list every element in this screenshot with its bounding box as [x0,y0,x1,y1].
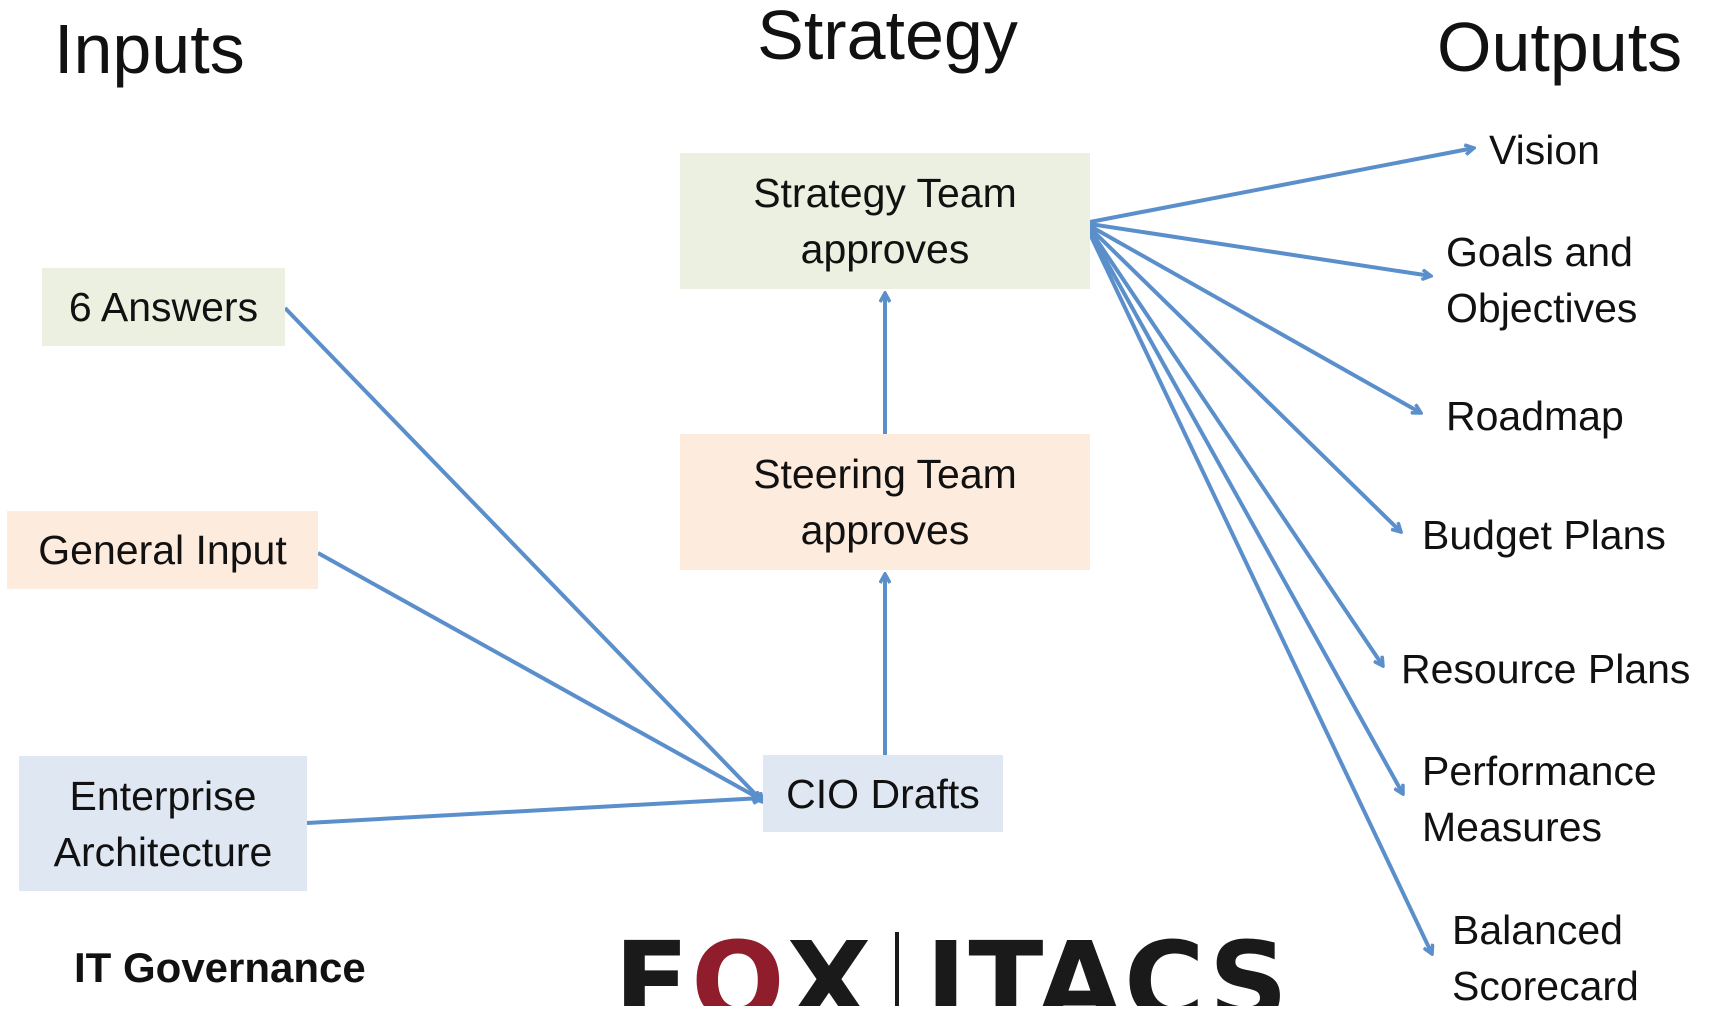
arrow-to-resource [1088,228,1383,666]
input-6-answers: 6 Answers [42,268,285,346]
step-steering-team: Steering Team approves [680,434,1090,570]
arrow-ea-to-cio [306,798,762,825]
output-goals: Goals and Objectives [1446,229,1638,331]
output-resource: Resource Plans [1401,646,1691,692]
logo-text-o: O [691,932,787,1006]
outputs-heading: Outputs [1437,8,1683,86]
logo-text-f: F [614,932,692,1006]
arrow-to-budget [1088,226,1401,532]
logo-separator [895,932,900,1006]
step-cio-drafts: CIO Drafts [763,755,1003,832]
inputs-heading: Inputs [54,10,245,88]
output-vision: Vision [1489,127,1600,173]
arrow-general-to-cio [317,551,762,800]
logo-text-itacs: ITACS [925,932,1291,1006]
strategy-heading: Strategy [757,0,1018,74]
arrow-to-performance [1088,231,1403,794]
logo-text-x: X [786,932,874,1006]
arrow-to-goals [1089,222,1431,276]
output-budget: Budget Plans [1422,512,1666,558]
output-performance: Performance Measures [1422,748,1657,850]
input-general: General Input [7,511,318,589]
arrow-to-scorecard [1088,233,1432,954]
step-strategy-team: Strategy Team approves [680,153,1090,289]
arrow-to-vision [1089,148,1474,224]
input-enterprise-architecture: Enterprise Architecture [19,756,307,891]
arrow-to-roadmap [1089,224,1421,413]
output-scorecard: Balanced Scorecard [1452,907,1639,1009]
footer-label: IT Governance [74,944,366,991]
arrow-answers-to-cio [283,306,763,802]
output-roadmap: Roadmap [1446,393,1624,439]
